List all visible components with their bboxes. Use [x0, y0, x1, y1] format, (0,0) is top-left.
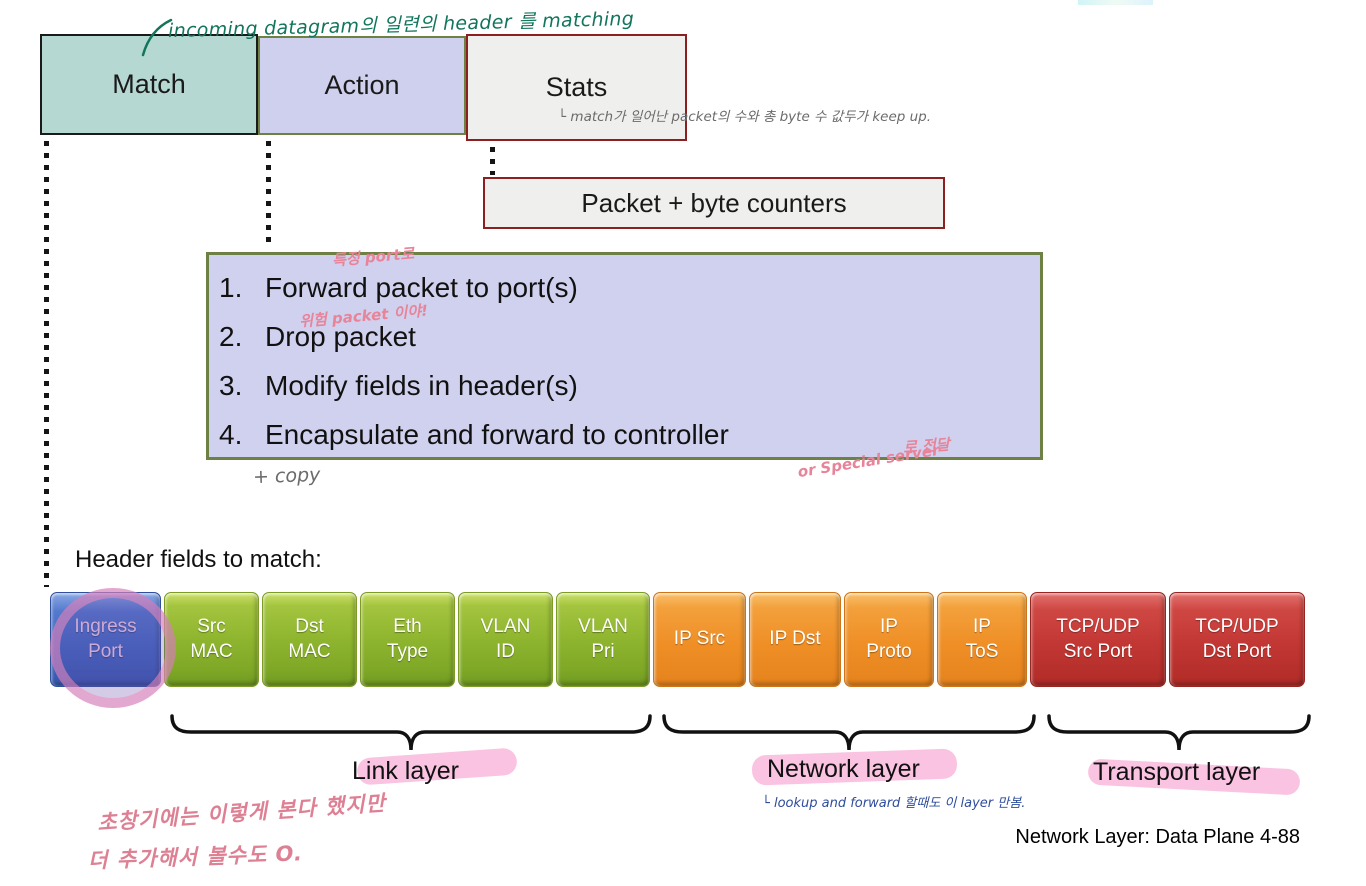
slide-footer: Network Layer: Data Plane 4-88 [1015, 826, 1300, 848]
action-item-2: 2. Drop packet [219, 321, 416, 352]
stats-box: Stats [466, 34, 687, 141]
top-edge-smudge [1078, 0, 1153, 5]
actions-list-box: 1. Forward packet to port(s) 2. Drop pac… [206, 252, 1043, 460]
green-swoosh-stroke [141, 18, 173, 57]
field-tcpudp-src-port: TCP/UDP Src Port [1030, 592, 1166, 687]
field-ip-proto: IP Proto [844, 592, 934, 687]
field-vlan-id: VLAN ID [458, 592, 553, 687]
field-tcpudp-dst-port: TCP/UDP Dst Port [1169, 592, 1305, 687]
handwritten-circle-ingress-port [50, 588, 176, 708]
match-box: Match [40, 34, 258, 135]
stats-dotted-line [490, 147, 495, 175]
handwritten-early-note-line1: 초창기에는 이렇게 본다 했지만 [96, 790, 387, 836]
handwritten-stats-note: └ match가 일어난 packet의 수와 총 byte 수 값두가 kee… [558, 109, 932, 125]
field-vlan-pri: VLAN Pri [556, 592, 650, 687]
handwritten-lookup-note: └ lookup and forward 할때도 이 layer 만봄. [762, 796, 1026, 811]
transport-layer-brace [1047, 714, 1311, 751]
action-box: Action [258, 36, 466, 135]
stats-label: Stats [545, 72, 608, 102]
transport-layer-label: Transport layer [1093, 758, 1261, 786]
match-dotted-line [44, 141, 49, 587]
action-item-4: 4. Encapsulate and forward to controller [219, 419, 729, 450]
field-ip-dst: IP Dst [749, 592, 841, 687]
counters-box: Packet + byte counters [483, 177, 945, 229]
counters-label: Packet + byte counters [581, 187, 847, 218]
link-layer-label: Link layer [352, 757, 459, 785]
match-label: Match [112, 69, 186, 99]
action-item-1: 1. Forward packet to port(s) [219, 272, 578, 303]
handwritten-copy-note: + copy [252, 463, 321, 489]
field-ip-tos: IP ToS [937, 592, 1027, 687]
action-label: Action [324, 70, 400, 100]
action-item-3: 3. Modify fields in header(s) [219, 370, 578, 401]
field-ip-src: IP Src [653, 592, 746, 687]
header-fields-title: Header fields to match: [75, 546, 322, 573]
network-layer-brace [662, 714, 1036, 751]
link-layer-brace [170, 714, 652, 751]
handwritten-early-note-line2: 더 추가해서 볼수도 O. [87, 841, 304, 873]
network-layer-label: Network layer [767, 755, 920, 783]
field-src-mac: Src MAC [164, 592, 259, 687]
field-dst-mac: Dst MAC [262, 592, 357, 687]
field-eth-type: Eth Type [360, 592, 455, 687]
action-dotted-line [266, 141, 271, 249]
